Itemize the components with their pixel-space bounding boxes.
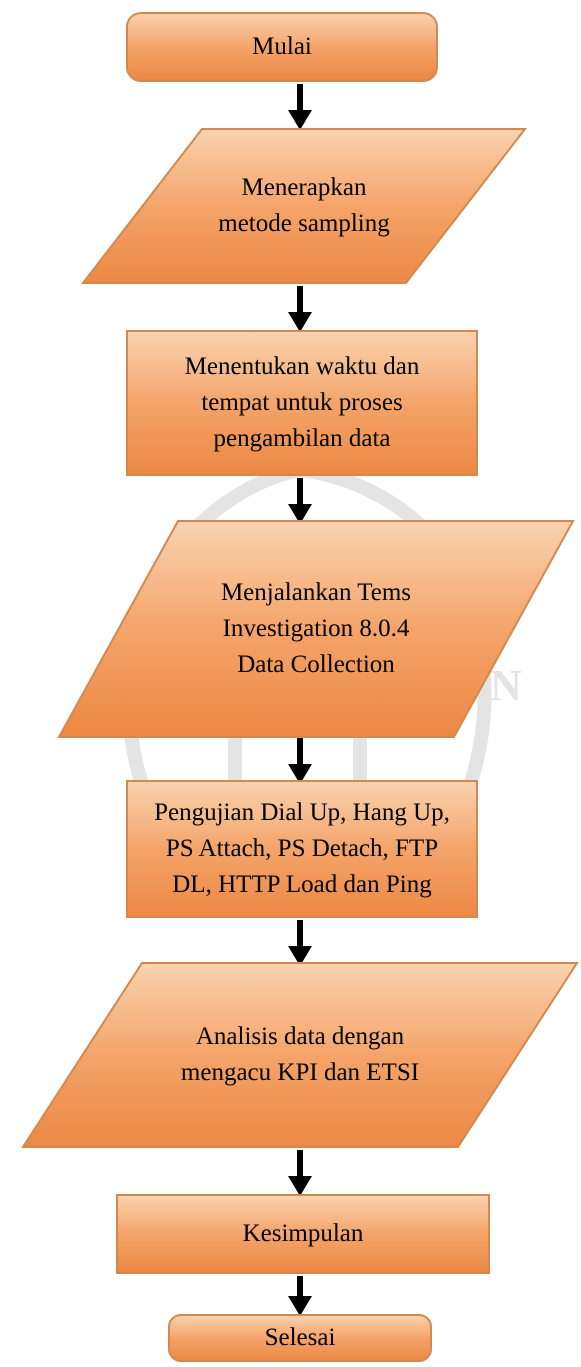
step-label: Pengujian Dial Up, Hang Up, PS Attach, P…	[154, 799, 450, 898]
terminator-shape	[126, 12, 438, 82]
process-shape	[126, 330, 478, 476]
parallelogram-shape	[21, 962, 579, 1148]
arrow-down	[288, 84, 312, 130]
step-label: Mulai	[252, 33, 312, 60]
tems-data-shape: Menjalankan Tems Investigation 8.0.4 Dat…	[57, 520, 575, 738]
start-terminator: Mulai	[126, 12, 438, 82]
step-label: Menentukan waktu dan tempat untuk proses…	[184, 353, 420, 452]
arrow-down	[288, 738, 312, 784]
step-label: Menerapkan metode sampling	[218, 174, 390, 237]
step-label: Selesai	[264, 1324, 336, 1351]
conclusion-process: Kesimpulan	[116, 1194, 490, 1274]
sampling-data-shape: Menerapkan metode sampling	[80, 128, 528, 284]
testing-process: Pengujian Dial Up, Hang Up, PS Attach, P…	[126, 780, 478, 918]
terminator-shape	[168, 1314, 432, 1362]
step-label: Menjalankan Tems Investigation 8.0.4 Dat…	[220, 579, 412, 678]
arrow-down	[288, 920, 312, 966]
step-label: Kesimpulan	[242, 1220, 364, 1247]
step-label: Analisis data dengan mengacu KPI dan ETS…	[180, 1023, 420, 1086]
parallelogram-shape	[57, 520, 575, 738]
process-shape	[116, 1194, 490, 1274]
schedule-process: Menentukan waktu dan tempat untuk proses…	[126, 330, 478, 476]
arrow-down	[288, 286, 312, 332]
end-terminator: Selesai	[168, 1314, 432, 1362]
process-shape	[126, 780, 478, 918]
arrow-down	[288, 1276, 312, 1316]
arrow-down	[288, 478, 312, 524]
parallelogram-shape	[80, 128, 528, 284]
svg-text:N: N	[490, 661, 522, 710]
arrow-down	[288, 1150, 312, 1196]
analysis-data-shape: Analisis data dengan mengacu KPI dan ETS…	[21, 962, 579, 1148]
